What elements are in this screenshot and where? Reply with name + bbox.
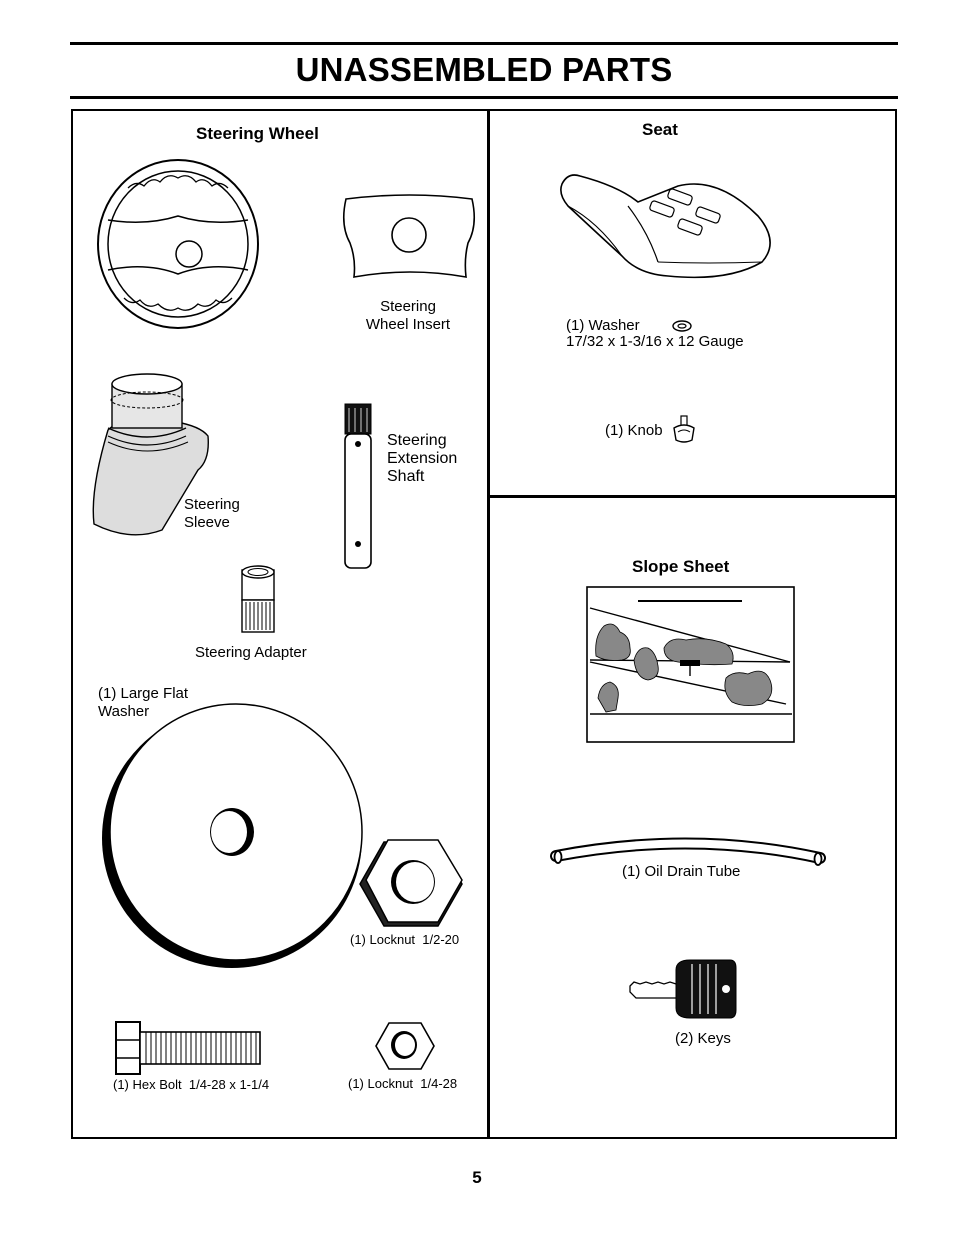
steering-wheel-illustration xyxy=(97,159,259,329)
steering-adapter-illustration xyxy=(241,565,275,633)
locknut-quarter-label: (1) Locknut 1/4-28 xyxy=(348,1076,458,1091)
washer-icon xyxy=(672,320,692,332)
page-title: UNASSEMBLED PARTS xyxy=(295,51,673,88)
locknut-half-illustration xyxy=(359,839,463,927)
steering-wheel-heading: Steering Wheel xyxy=(196,124,319,143)
hex-bolt-illustration xyxy=(115,1021,261,1075)
steering-adapter-label: Steering Adapter xyxy=(195,644,307,661)
steering-wheel-insert-illustration xyxy=(342,194,476,278)
washer-label: (1) Washer xyxy=(566,317,640,334)
oil-drain-tube-label: (1) Oil Drain Tube xyxy=(622,863,741,880)
locknut-quarter-illustration xyxy=(375,1022,435,1070)
steering-sleeve-illustration xyxy=(92,373,209,536)
parts-frame xyxy=(71,109,897,1139)
washer-size-label: 17/32 x 1-3/16 x 12 Gauge xyxy=(566,333,744,350)
seat-heading: Seat xyxy=(642,120,678,139)
large-flat-washer-illustration xyxy=(102,703,363,968)
seat-illustration xyxy=(560,174,771,279)
top-rule xyxy=(70,42,898,45)
steering-extension-shaft-label: Steering Extension Shaft xyxy=(387,432,458,485)
key-icon xyxy=(629,959,737,1019)
slope-sheet-illustration xyxy=(586,586,795,743)
locknut-half-label: (1) Locknut 1/2-20 xyxy=(350,932,460,947)
knob-icon xyxy=(673,415,695,443)
steering-sleeve-label: Steering Sleeve xyxy=(184,496,240,531)
large-flat-washer-label: (1) Large Flat Washer xyxy=(98,685,189,720)
knob-label: (1) Knob xyxy=(605,422,663,439)
page-number: 5 xyxy=(472,1168,482,1187)
steering-extension-shaft-illustration xyxy=(344,403,372,569)
title-bottom-rule xyxy=(70,96,898,99)
horizontal-divider xyxy=(489,495,895,498)
oil-drain-tube-illustration xyxy=(550,837,826,866)
keys-label: (2) Keys xyxy=(675,1030,731,1047)
hex-bolt-label: (1) Hex Bolt 1/4-28 x 1-1/4 xyxy=(113,1077,270,1092)
vertical-divider xyxy=(487,110,490,1138)
slope-sheet-heading: Slope Sheet xyxy=(632,557,730,576)
steering-wheel-insert-label: Steering Wheel Insert xyxy=(365,298,451,333)
